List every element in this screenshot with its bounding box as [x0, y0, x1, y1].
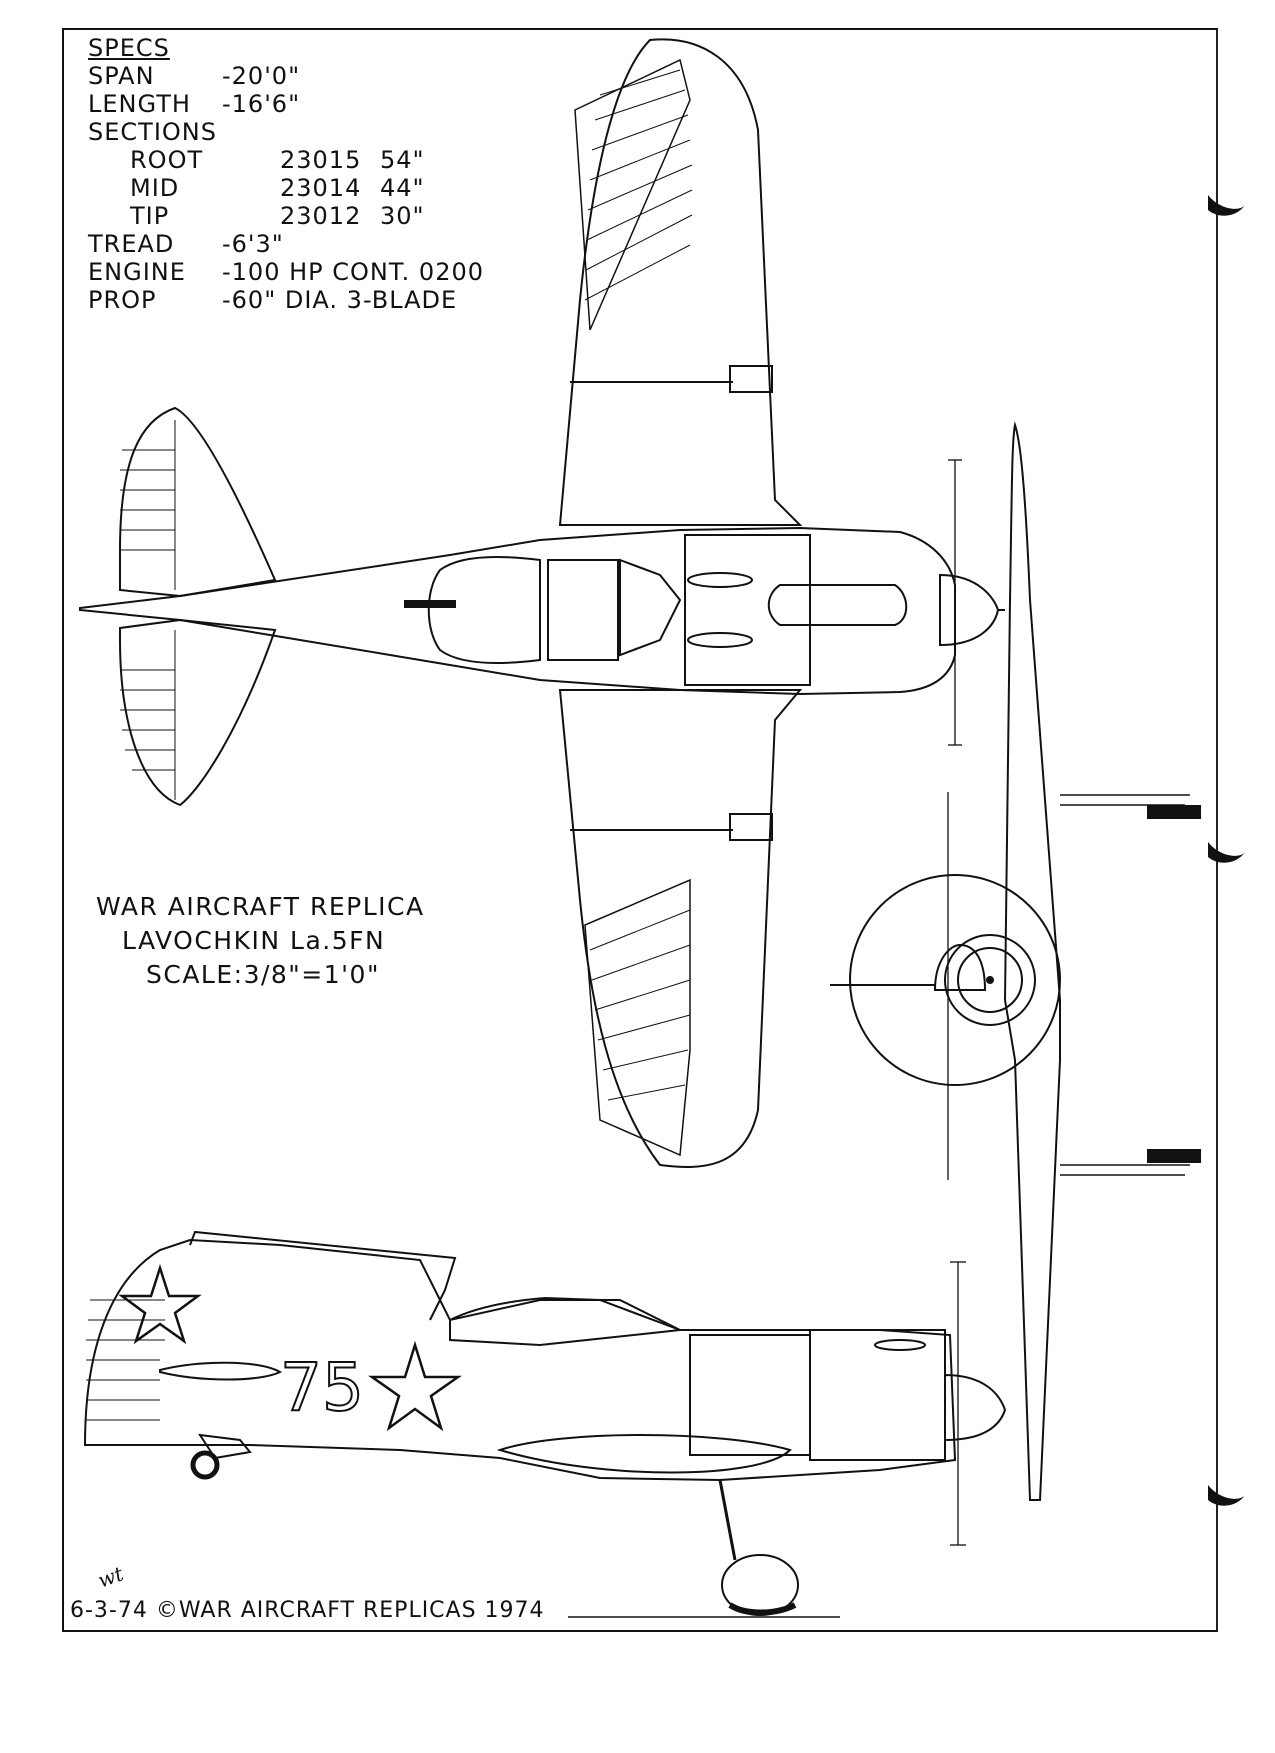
front-view-prop-disc — [849, 874, 1061, 1086]
footer-date: 6-3-74 — [70, 1598, 148, 1623]
engine-label: ENGINE — [88, 258, 186, 286]
spec-prop: PROP -60" DIA. 3-BLADE — [88, 286, 484, 314]
side-view-main-tire — [728, 1602, 797, 1616]
top-view-upper-aileron — [574, 58, 691, 331]
front-view-left-tire — [1147, 805, 1201, 819]
title-scale: SCALE:3/8"=1'0" — [146, 960, 380, 989]
title-line-2: LAVOCHKIN La.5FN — [122, 926, 386, 955]
side-view-gear-leg — [718, 1479, 737, 1561]
spec-tip: TIP 23012 30" — [88, 202, 484, 230]
top-view-lower-stabilizer — [119, 618, 277, 807]
title-line-1: WAR AIRCRAFT REPLICA — [96, 892, 425, 921]
side-view-canopy — [449, 1296, 681, 1347]
mid-label: MID — [130, 174, 180, 202]
side-view-rudder-ribs — [86, 1299, 165, 1421]
side-view-dimension-lines — [950, 1261, 966, 1546]
top-view-lower-aileron-ribs — [589, 909, 691, 1101]
top-view-lower-aileron — [584, 878, 691, 1157]
specs-block: SPECS SPAN -20'0" LENGTH -16'6" SECTIONS… — [88, 34, 484, 314]
side-view-exhaust — [874, 1339, 926, 1351]
length-value: -16'6" — [222, 90, 301, 118]
top-view-spinner — [939, 573, 1000, 647]
top-view-lower-wing — [558, 689, 803, 1168]
spec-sections: SECTIONS — [88, 118, 484, 146]
top-view-upper-gear-fairing — [729, 365, 773, 393]
footer-copyright: ©WAR AIRCRAFT REPLICAS 1974 — [155, 1598, 545, 1623]
top-view-lower-gear-fairing — [729, 813, 773, 841]
side-view-fin-fairing — [159, 1361, 283, 1381]
root-label: ROOT — [130, 146, 204, 174]
top-view-cockpit-frame — [547, 559, 619, 661]
top-view-oil-cooler — [767, 584, 908, 626]
drawing-title: WAR AIRCRAFT REPLICA LAVOCHKIN La.5FN SC… — [96, 890, 425, 992]
sections-label: SECTIONS — [88, 118, 217, 146]
top-view-antenna — [404, 600, 456, 608]
tread-value: -6'3" — [222, 230, 284, 258]
span-label: SPAN — [88, 62, 155, 90]
front-view-cowling — [944, 934, 1036, 1026]
tip-label: TIP — [130, 202, 170, 230]
top-view-upper-aileron-ribs — [584, 69, 693, 301]
spec-engine: ENGINE -100 HP CONT. 0200 — [88, 258, 484, 286]
front-view — [830, 421, 1201, 1501]
root-chord: 54" — [380, 146, 425, 174]
tip-chord: 30" — [380, 202, 425, 230]
drawing-border — [62, 28, 1218, 1632]
front-view-hub — [986, 976, 994, 984]
specs-heading: SPECS — [88, 34, 170, 62]
spec-mid: MID 23014 44" — [88, 174, 484, 202]
tip-airfoil: 23012 — [280, 202, 362, 230]
side-view-fuselage — [83, 1238, 957, 1482]
tread-label: TREAD — [88, 230, 175, 258]
top-view-elevator-ribs — [120, 420, 176, 800]
top-view-upper-wing — [558, 38, 803, 526]
side-view-canopy-rail — [189, 1230, 457, 1321]
top-view-canopy — [427, 556, 541, 664]
root-airfoil: 23015 — [280, 146, 362, 174]
prop-label: PROP — [88, 286, 157, 314]
engine-value: -100 HP CONT. 0200 — [222, 258, 484, 286]
side-view-cowling — [809, 1329, 946, 1461]
side-view-tail-gear — [197, 1433, 252, 1460]
prop-value: -60" DIA. 3-BLADE — [222, 286, 458, 314]
top-view-exhaust-right — [687, 632, 753, 648]
side-view-wing — [496, 1434, 792, 1474]
binder-hole-marks — [1208, 195, 1245, 1506]
side-view-tail-star — [118, 1263, 202, 1345]
mid-airfoil: 23014 — [280, 174, 362, 202]
length-label: LENGTH — [88, 90, 191, 118]
top-view-upper-stabilizer — [119, 406, 277, 598]
front-view-spinner — [957, 947, 1023, 1013]
side-view-spinner — [944, 1373, 1007, 1442]
spec-tread: TREAD -6'3" — [88, 230, 484, 258]
spec-root: ROOT 23015 54" — [88, 146, 484, 174]
spec-span: SPAN -20'0" — [88, 62, 484, 90]
mid-chord: 44" — [380, 174, 425, 202]
top-view-cockpit-rear — [619, 558, 682, 657]
side-view: 75 — [83, 1230, 1007, 1618]
front-view-wing — [1003, 421, 1061, 1501]
side-view-fuselage-number: 75 — [280, 1349, 364, 1426]
top-view-engine-bay — [684, 534, 811, 686]
front-view-dimension-lines — [947, 459, 962, 1180]
side-view-tail-wheel — [190, 1450, 220, 1480]
span-value: -20'0" — [222, 62, 301, 90]
side-view-fuselage-star — [368, 1340, 462, 1432]
top-view-fuselage — [79, 526, 956, 696]
top-view-exhaust-left — [687, 572, 753, 588]
front-view-right-tire — [1147, 1149, 1201, 1163]
front-view-main-gear — [1060, 794, 1190, 1176]
spec-length: LENGTH -16'6" — [88, 90, 484, 118]
front-view-canopy — [933, 943, 987, 991]
footer: 6-3-74 ©WAR AIRCRAFT REPLICAS 1974 — [70, 1598, 545, 1623]
